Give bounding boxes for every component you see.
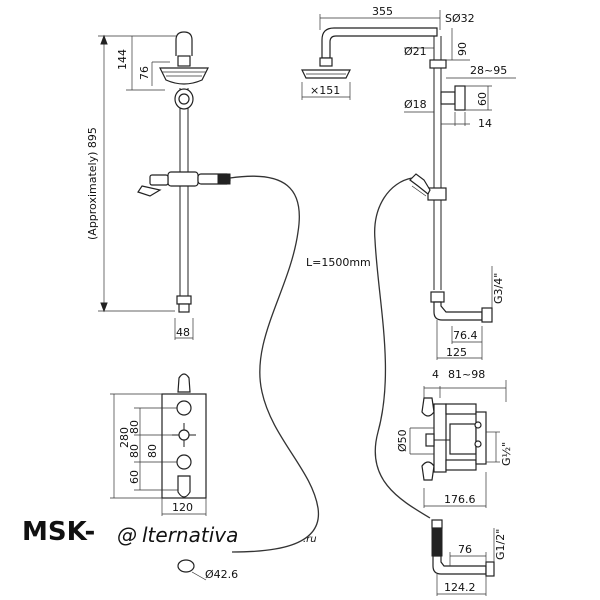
- elbow-total-label: 124.2: [444, 581, 476, 594]
- offset-label: 28~95: [470, 64, 507, 77]
- valve-body-middle: [449, 423, 477, 455]
- flange-leader: [191, 571, 207, 581]
- side-top-lever: [421, 397, 435, 417]
- valve-top-gap-label: 4: [432, 368, 439, 381]
- hose-length-label: L=1500mm: [306, 256, 371, 269]
- valve-width-label: 176.6: [444, 493, 476, 506]
- side-view-shower: 355 SØ32 ×151 Ø21 90 28~95 Ø18: [301, 5, 516, 360]
- side-cross-hub: [425, 433, 435, 447]
- arrow-icon: [100, 302, 108, 313]
- bottom-nut: [178, 303, 190, 313]
- bracket-gap-label: 14: [478, 117, 492, 130]
- top-lever-handle: [177, 373, 191, 393]
- side-wall-connector: [481, 307, 493, 323]
- side-bottom-elbow: [433, 301, 483, 321]
- plate-height-label: 280: [118, 427, 131, 448]
- side-shower-hose: [374, 177, 431, 519]
- cross-handle-hub: [178, 429, 190, 441]
- arm-diameter-label: SØ32: [445, 12, 475, 25]
- shower-hose: [229, 175, 319, 553]
- head-offset-label: 76: [138, 66, 151, 80]
- shower-arm: [321, 27, 438, 59]
- handset-head: [149, 174, 169, 186]
- bottom-collar: [176, 295, 192, 305]
- outlet-depth-label: 76.4: [453, 329, 478, 342]
- flange-diameter-label: Ø42.6: [205, 568, 238, 581]
- top-spindle-icon: [176, 400, 192, 416]
- handset-spray: [137, 185, 162, 197]
- valve-body-bottom: [445, 459, 477, 471]
- handset-holder: [167, 171, 199, 187]
- arm-length-label: 355: [372, 5, 393, 18]
- wall-elbow-connector: [485, 561, 495, 577]
- valve-port-icon: [474, 440, 482, 448]
- side-bottom-collar: [430, 291, 445, 303]
- valve-thread-label: G½": [500, 442, 513, 466]
- side-handset: [409, 173, 431, 195]
- plate-width-label: 120: [172, 501, 193, 514]
- bottom-spindle-icon: [176, 454, 192, 470]
- watermark-prefix: MSK-: [22, 517, 95, 547]
- diverter-knob: [178, 93, 190, 105]
- valve-body-top: [445, 403, 477, 415]
- valve-depth-label: 81~98: [448, 368, 485, 381]
- elbow-depth-label: 76: [458, 543, 472, 556]
- riser-diameter-label: Ø18: [404, 98, 427, 111]
- outlet-thread-label: G3/4": [492, 273, 505, 304]
- spacing-top-label: 80: [128, 420, 141, 434]
- valve-rear-body: [475, 411, 487, 465]
- spacing-bottom-label: 60: [128, 470, 141, 484]
- side-handset-holder: [427, 187, 447, 201]
- overall-height-label: (Approximately) 895: [86, 127, 99, 240]
- pipe-diameter-label: Ø21: [404, 45, 427, 58]
- bracket-label: 60: [476, 92, 489, 106]
- rail-width-label: 48: [176, 326, 190, 339]
- valve-spindle-label: Ø50: [396, 429, 409, 452]
- watermark: MSK- @ lternativa .ru: [22, 517, 317, 547]
- outlet-total-label: 125: [446, 346, 467, 359]
- valve-cover-plate: [433, 403, 447, 473]
- head-diameter-label: ×151: [310, 84, 340, 97]
- bottom-elbow-view: G1/2" 76 124.2: [431, 519, 507, 596]
- head-connector: [177, 55, 191, 67]
- drop-label: 90: [456, 42, 469, 56]
- wall-bracket-arm: [440, 91, 456, 105]
- handset-hose-link: [411, 185, 427, 197]
- front-view-shower: (Approximately) 895 144 76: [86, 31, 231, 340]
- spacing-mid-b-label: 80: [146, 444, 159, 458]
- top-clamp: [429, 59, 447, 69]
- hose-nut: [431, 519, 443, 529]
- bottom-lever-handle: [177, 475, 191, 498]
- valve-port-icon: [474, 421, 482, 429]
- spacing-mid-label: 80: [128, 444, 141, 458]
- watermark-at: @: [117, 523, 137, 547]
- top-elbow: [175, 31, 193, 56]
- arrow-icon: [100, 34, 108, 45]
- side-head-connector: [319, 57, 333, 67]
- watermark-suffix: lternativa: [142, 523, 238, 547]
- wall-bracket-plate: [454, 85, 466, 111]
- elbow-thread-label: G1/2": [494, 529, 507, 560]
- handset-grip: [217, 173, 231, 185]
- wall-elbow: [432, 555, 487, 575]
- watermark-tld: .ru: [303, 534, 317, 545]
- wall-outlet-flange: [177, 559, 195, 573]
- side-bottom-lever: [421, 461, 435, 481]
- head-height-label: 144: [116, 49, 129, 70]
- valve-front-view: 280 80 80 80 60 120 Ø42.6: [110, 373, 238, 581]
- hose-grip: [431, 527, 443, 557]
- valve-side-view: 4 81~98 Ø50 G½" 176.6: [396, 368, 513, 508]
